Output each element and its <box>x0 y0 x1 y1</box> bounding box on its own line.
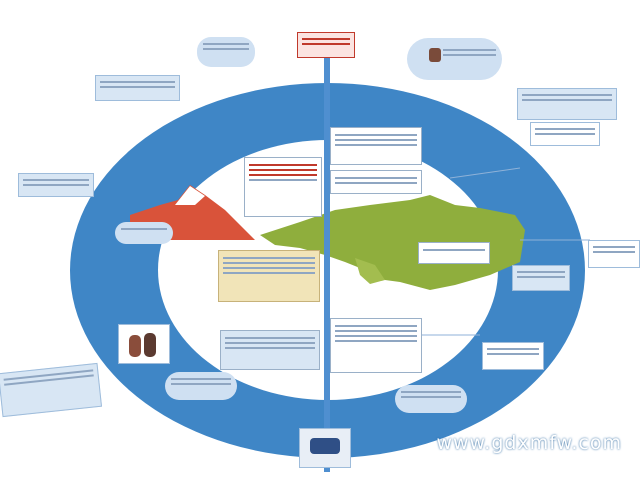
document-card <box>418 242 490 264</box>
text-line <box>335 182 417 184</box>
upper-right-box-2 <box>530 122 600 146</box>
travel-group-icon <box>429 48 441 62</box>
center-red-note <box>244 157 322 217</box>
text-line <box>517 276 565 278</box>
text-line <box>225 337 315 339</box>
top-center-red-box <box>297 32 355 58</box>
document-card <box>330 127 422 165</box>
right-mid-box <box>512 265 570 291</box>
text-line <box>225 347 315 349</box>
watermark: www.gdxmfw.com <box>436 432 622 454</box>
text-line <box>302 43 350 45</box>
text-line <box>335 144 417 146</box>
snow-cap <box>175 186 205 205</box>
document-card <box>330 318 422 373</box>
text-line <box>443 49 496 51</box>
text-line <box>171 383 231 385</box>
upper-right-box <box>517 88 617 120</box>
text-line <box>4 374 94 386</box>
person-figure <box>129 335 141 357</box>
text-line <box>302 38 350 40</box>
text-line <box>223 267 315 269</box>
bottom-right-bubble <box>395 385 467 413</box>
text-line <box>223 262 315 264</box>
text-line <box>23 184 89 186</box>
connector-line <box>449 167 521 179</box>
left-mid-bubble <box>115 222 173 244</box>
text-line <box>100 81 175 83</box>
top-left-bubble <box>197 37 255 67</box>
document-card <box>220 330 320 370</box>
text-line <box>335 139 417 141</box>
left-box <box>18 173 94 197</box>
text-line <box>203 48 249 50</box>
vertical-axis <box>324 52 330 472</box>
text-line <box>223 272 315 274</box>
text-line <box>335 177 417 179</box>
text-line <box>423 249 485 251</box>
text-line <box>443 54 496 56</box>
bottom-left-bubble <box>165 372 237 400</box>
vehicle-icon <box>299 428 351 468</box>
text-line <box>401 396 461 398</box>
text-line <box>535 133 595 135</box>
text-line <box>593 251 635 253</box>
text-line <box>249 174 317 176</box>
top-right-bubble <box>407 38 502 80</box>
vehicle-body <box>310 438 340 454</box>
lower-right-box <box>482 342 544 370</box>
text-line <box>171 378 231 380</box>
document-card <box>330 170 422 194</box>
people-photo-icon <box>118 324 170 364</box>
text-line <box>335 325 417 327</box>
text-line <box>249 179 317 181</box>
yellow-note-card <box>218 250 320 302</box>
upper-left-box <box>95 75 180 101</box>
text-line <box>335 335 417 337</box>
text-line <box>335 330 417 332</box>
text-line <box>23 179 89 181</box>
text-line <box>522 99 612 101</box>
text-line <box>225 342 315 344</box>
text-line <box>487 353 539 355</box>
text-line <box>522 94 612 96</box>
person-figure <box>144 333 156 357</box>
text-line <box>249 164 317 166</box>
text-line <box>249 169 317 171</box>
text-line <box>121 228 167 230</box>
text-line <box>535 128 595 130</box>
text-line <box>335 134 417 136</box>
text-line <box>487 348 539 350</box>
text-line <box>223 257 315 259</box>
text-line <box>517 271 565 273</box>
island-shape <box>355 258 385 284</box>
text-line <box>100 86 175 88</box>
text-line <box>203 43 249 45</box>
text-line <box>401 391 461 393</box>
text-line <box>593 246 635 248</box>
text-line <box>335 340 417 342</box>
right-box <box>588 240 640 268</box>
